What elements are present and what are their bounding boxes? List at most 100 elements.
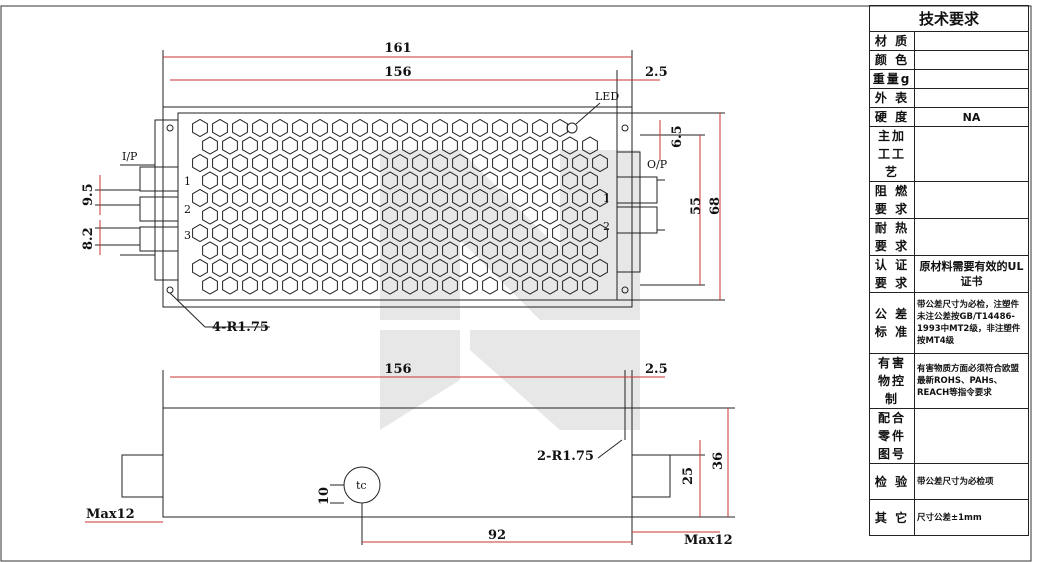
vent-hole	[492, 223, 508, 243]
vent-hole	[292, 188, 308, 208]
vent-hole	[262, 241, 278, 260]
vent-hole	[322, 136, 338, 155]
vent-hole	[442, 241, 458, 260]
vent-hole	[342, 241, 358, 260]
vent-hole	[192, 258, 208, 278]
vent-hole	[342, 136, 358, 155]
dim-55: 55	[689, 197, 704, 215]
vent-hole	[392, 188, 408, 208]
vent-hole	[362, 171, 378, 190]
vent-hole	[472, 223, 488, 243]
vent-hole	[322, 171, 338, 190]
vent-hole	[332, 118, 348, 138]
spec-key: 其 它	[869, 499, 915, 536]
vent-hole	[422, 241, 438, 260]
vent-hole	[462, 171, 478, 190]
vent-hole	[412, 223, 428, 243]
input-label: I/P	[122, 150, 138, 163]
max-left: Max12	[86, 507, 135, 522]
spec-key: 阻 燃要 求	[869, 181, 915, 219]
vent-hole	[212, 153, 228, 173]
input-terminal-block	[154, 119, 179, 281]
vent-hole	[442, 276, 458, 295]
vent-hole	[272, 223, 288, 243]
vent-hole	[592, 153, 608, 173]
vent-hole	[332, 153, 348, 173]
vent-hole	[512, 188, 528, 208]
vent-hole	[302, 136, 318, 155]
vent-hole	[542, 276, 558, 295]
max-right: Max12	[684, 533, 733, 548]
vent-hole	[262, 136, 278, 155]
vent-hole	[382, 171, 398, 190]
vent-hole	[372, 258, 388, 278]
vent-hole	[392, 223, 408, 243]
vent-hole	[562, 136, 578, 155]
vent-hole	[352, 223, 368, 243]
spec-key: 材 质	[869, 31, 915, 51]
vent-hole	[592, 258, 608, 278]
vent-hole	[372, 118, 388, 138]
vent-hole	[342, 206, 358, 225]
vent-hole	[432, 223, 448, 243]
vent-hole	[582, 136, 598, 155]
vent-hole	[202, 171, 218, 190]
spec-key: 认 证要 求	[869, 255, 915, 293]
output-pin-2: 2	[603, 220, 610, 233]
vent-hole	[282, 241, 298, 260]
vent-hole	[472, 118, 488, 138]
vent-hole	[372, 223, 388, 243]
spec-key: 硬 度	[869, 107, 915, 127]
vent-hole	[362, 241, 378, 260]
vent-hole	[532, 153, 548, 173]
vent-hole	[232, 153, 248, 173]
vent-hole	[352, 153, 368, 173]
vent-hole	[232, 188, 248, 208]
led-indicator	[566, 122, 578, 134]
vent-hole	[402, 241, 418, 260]
vent-hole	[412, 118, 428, 138]
spec-key: 颜 色	[869, 50, 915, 70]
vent-hole	[462, 241, 478, 260]
vent-hole	[242, 241, 258, 260]
vent-hole	[522, 171, 538, 190]
vent-hole	[402, 206, 418, 225]
side-view: 156 2.5 2-R1.75 25 36 10 tc 92 Max12 Max…	[85, 362, 735, 548]
vent-hole	[552, 153, 568, 173]
vent-hole	[422, 171, 438, 190]
top-view: 161 156 2.5 LED 6.5 55 68 I/P O/P 9.5 8.…	[81, 41, 725, 335]
vent-hole	[382, 276, 398, 295]
spec-value	[914, 50, 1029, 70]
vent-hole	[522, 136, 538, 155]
vent-hole	[502, 171, 518, 190]
led-label: LED	[595, 90, 619, 103]
vent-hole	[312, 153, 328, 173]
frame-border	[0, 5, 1032, 562]
vent-hole	[422, 136, 438, 155]
dim-6-5: 6.5	[670, 125, 685, 148]
vent-hole	[472, 258, 488, 278]
vent-hole	[532, 188, 548, 208]
vent-hole	[512, 223, 528, 243]
vent-hole	[192, 223, 208, 243]
vent-hole	[572, 153, 588, 173]
vent-hole	[222, 171, 238, 190]
vent-hole	[382, 241, 398, 260]
vent-hole	[222, 276, 238, 295]
vent-hole	[552, 258, 568, 278]
vent-hole	[382, 136, 398, 155]
vent-hole	[462, 276, 478, 295]
vent-hole	[492, 153, 508, 173]
input-pin-2: 2	[184, 203, 191, 216]
vent-hole	[412, 188, 428, 208]
spec-value: NA	[914, 107, 1029, 127]
vent-hole	[412, 258, 428, 278]
vent-hole	[482, 241, 498, 260]
vent-hole	[242, 171, 258, 190]
vent-hole	[542, 206, 558, 225]
vent-hole	[482, 206, 498, 225]
vent-hole	[222, 136, 238, 155]
vent-hole	[362, 206, 378, 225]
vent-hole	[252, 223, 268, 243]
vent-hole	[242, 276, 258, 295]
